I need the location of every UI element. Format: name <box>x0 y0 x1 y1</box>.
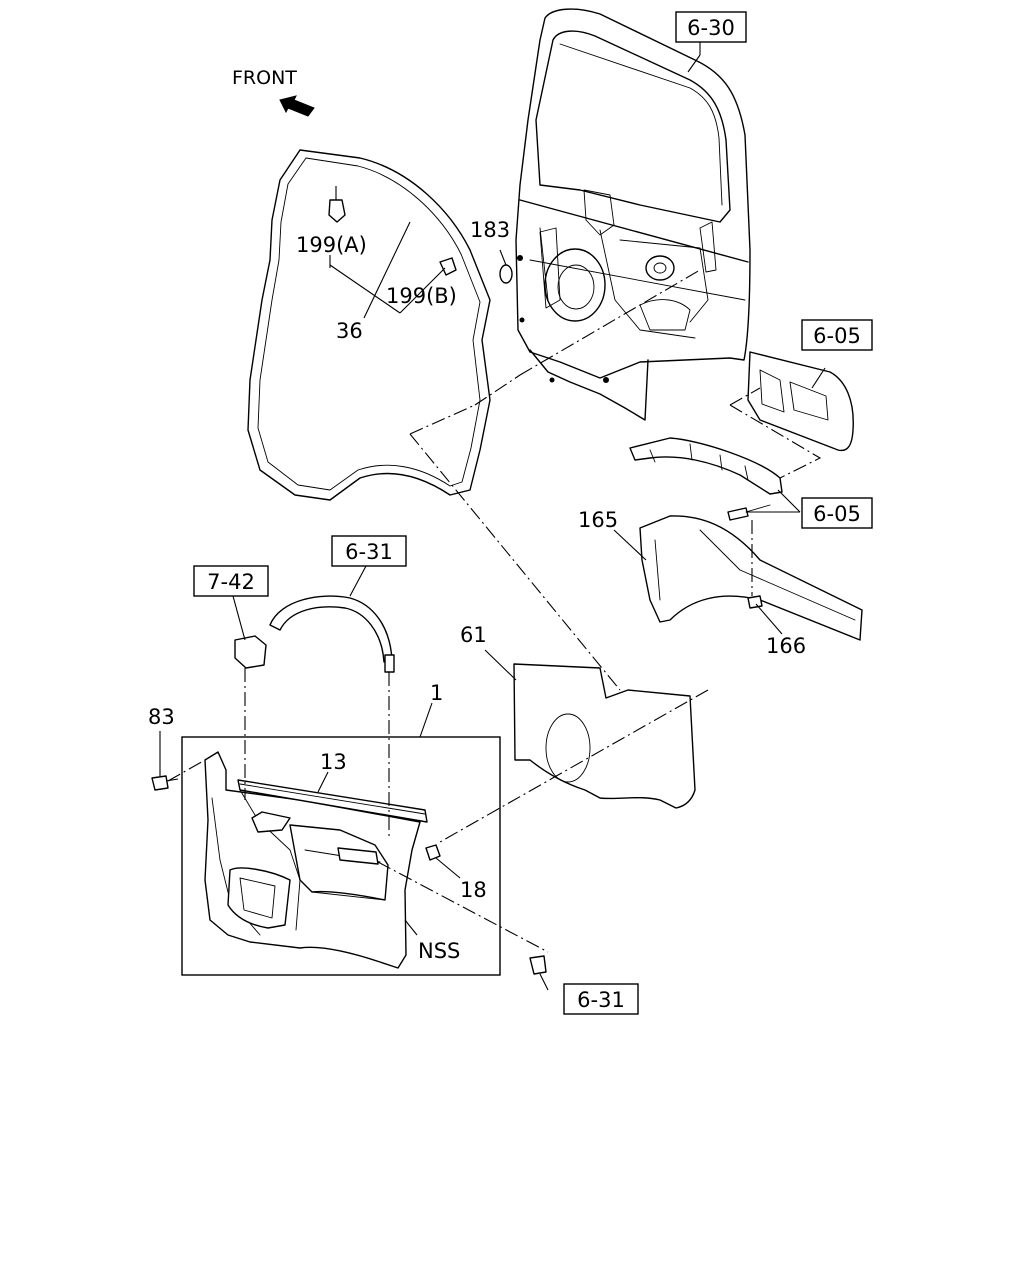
callout-199a: 199(A) <box>296 233 367 257</box>
weatherstrip <box>247 149 491 501</box>
bracket-742 <box>234 635 267 669</box>
callout-36: 36 <box>336 319 363 343</box>
trim-assembly-box <box>181 736 501 976</box>
ref-box-6-30[interactable]: 6-30 <box>675 11 747 43</box>
ref-box-6-31-upper[interactable]: 6-31 <box>331 535 407 567</box>
ref-6-31-upper-label: 6-31 <box>345 540 393 564</box>
ref-6-05-upper-label: 6-05 <box>813 324 861 348</box>
front-label: FRONT <box>232 67 297 89</box>
clip-199b <box>439 257 457 276</box>
callout-13: 13 <box>320 750 347 774</box>
ref-7-42-label: 7-42 <box>207 570 255 594</box>
door-frame-assembly <box>515 8 751 421</box>
clip-199a <box>328 199 346 223</box>
front-arrow-icon <box>279 95 315 117</box>
callout-83: 83 <box>148 705 175 729</box>
sealing-sheet <box>513 663 696 809</box>
ref-box-6-31-lower[interactable]: 6-31 <box>563 983 639 1015</box>
callout-166: 166 <box>766 634 806 658</box>
clip-18 <box>425 844 441 861</box>
callout-nss: NSS <box>418 939 460 963</box>
screw-83 <box>151 775 169 791</box>
ref-box-7-42[interactable]: 7-42 <box>193 565 269 597</box>
ref-6-05-lower-label: 6-05 <box>813 502 861 526</box>
ref-6-30-label: 6-30 <box>687 16 735 40</box>
cover-cap <box>529 955 547 975</box>
door-trim-upper <box>629 351 854 495</box>
callout-18: 18 <box>460 878 487 902</box>
assist-grip <box>269 595 393 663</box>
callout-199b: 199(B) <box>386 284 457 308</box>
door-trim-panel <box>204 751 428 969</box>
plug-183 <box>499 264 513 284</box>
callout-165: 165 <box>578 508 618 532</box>
ref-6-31-lower-label: 6-31 <box>577 988 625 1012</box>
ref-box-6-05-lower[interactable]: 6-05 <box>801 497 873 529</box>
callout-1: 1 <box>430 681 443 705</box>
armrest-panel <box>639 504 863 641</box>
ref-box-6-05-upper[interactable]: 6-05 <box>801 319 873 351</box>
callout-183: 183 <box>470 218 510 242</box>
callout-61: 61 <box>460 623 487 647</box>
